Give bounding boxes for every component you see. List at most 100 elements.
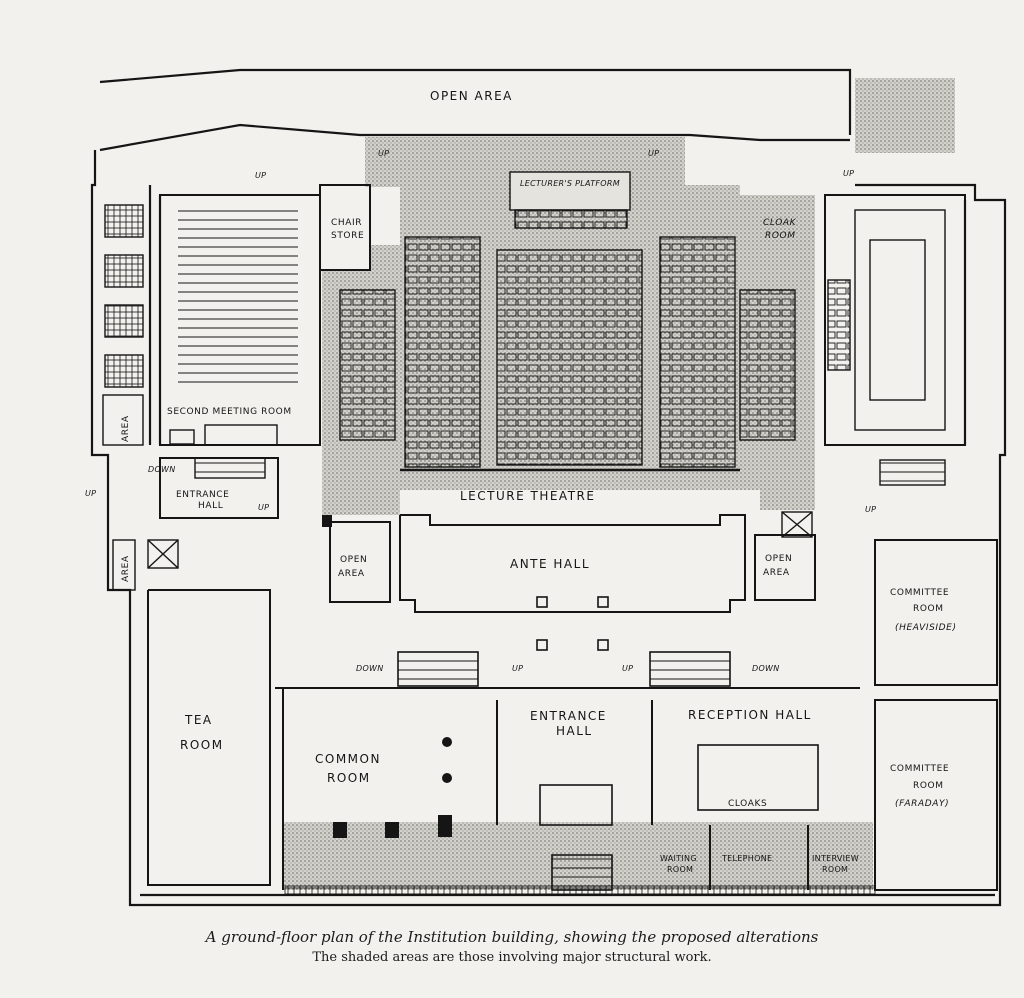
label-tea-room-2: ROOM [180, 738, 224, 752]
label-common-room-2: ROOM [327, 771, 371, 785]
conference-table-outer [854, 209, 946, 431]
label-lecture-theatre: LECTURE THEATRE [460, 489, 595, 503]
lift-right [781, 511, 813, 538]
label-ante-hall: ANTE HALL [510, 557, 590, 571]
label-down-2: DOWN [356, 664, 384, 673]
tea-room-outline [147, 589, 271, 886]
pier-4 [322, 515, 332, 527]
label-entrance-hall-left-2: HALL [198, 501, 223, 511]
label-up-9: UP [622, 664, 633, 673]
label-cloak-room-1: CLOAK [763, 218, 797, 228]
wall-top-inner [99, 123, 850, 152]
label-up-1: UP [255, 171, 266, 180]
label-up-8: UP [512, 664, 523, 673]
second-meeting-room-seats [178, 210, 298, 390]
label-lecturers-platform: LECTURER'S PLATFORM [520, 179, 620, 188]
pier-3 [438, 815, 452, 837]
lift-left [147, 539, 179, 569]
label-chair-store-2: STORE [331, 231, 364, 241]
pillar-1 [536, 596, 548, 608]
label-committee-heaviside-1: COMMITTEE [890, 588, 949, 598]
labels: OPEN AREA LECTURER'S PLATFORM CHAIR STOR… [85, 89, 957, 874]
entrance-steps [551, 854, 613, 891]
window-grid-4 [104, 354, 144, 388]
label-second-meeting-room: SECOND MEETING ROOM [167, 407, 292, 417]
label-down-1: DOWN [148, 465, 176, 474]
wall-outline [90, 150, 1007, 907]
stair-center-left [397, 651, 479, 687]
label-area-left-2: AREA [121, 555, 131, 582]
label-cloak-room-2: ROOM [765, 231, 796, 241]
label-up-5: UP [85, 489, 96, 498]
shaded-top-right-stair [855, 78, 955, 153]
label-up-3: UP [648, 149, 659, 158]
label-area-left-1: AREA [121, 415, 131, 442]
caption-title: A ground-floor plan of the Institution b… [205, 928, 819, 946]
label-open-area-left-2: AREA [338, 569, 365, 579]
figure-caption: A ground-floor plan of the Institution b… [0, 928, 1024, 965]
pier-1 [333, 822, 347, 838]
pillar-3 [536, 639, 548, 651]
label-reception-hall: RECEPTION HALL [688, 708, 812, 722]
label-entrance-hall-left-1: ENTRANCE [176, 490, 229, 500]
pillar-4 [597, 639, 609, 651]
columns [322, 515, 452, 838]
label-waiting-room-1: WAITING [660, 854, 697, 863]
label-cloaks: CLOAKS [728, 799, 767, 809]
label-interview-room-1: INTERVIEW [812, 854, 859, 863]
label-committee-faraday-1: COMMITTEE [890, 764, 949, 774]
conference-table-inner [869, 239, 926, 401]
seating-side-left [339, 289, 396, 441]
wall-top-open-area [99, 68, 852, 135]
second-meeting-room-desk-2 [169, 429, 195, 445]
label-open-area-top: OPEN AREA [430, 89, 513, 103]
caption-subtitle: The shaded areas are those involving maj… [312, 950, 712, 965]
open-area-right-box [754, 534, 816, 601]
label-committee-heaviside-3: (HEAVISIDE) [895, 623, 957, 633]
window-grid-3 [104, 304, 144, 338]
conference-room-outline [824, 194, 966, 446]
label-entrance-hall-main-1: ENTRANCE [530, 709, 607, 723]
ante-hall-outline [399, 514, 746, 613]
chair-store-outline [319, 184, 371, 271]
label-up-4: UP [843, 169, 854, 178]
label-common-room-1: COMMON [315, 752, 381, 766]
seating-block-left [404, 236, 481, 468]
window-grid-1 [104, 204, 144, 238]
label-up-6: UP [258, 503, 269, 512]
pier-2 [385, 822, 399, 838]
right-stair [879, 459, 946, 486]
lift-right-x2 [781, 511, 813, 538]
area-left-box [102, 394, 144, 446]
seating-side-right [739, 289, 796, 441]
stair-center-right [649, 651, 731, 687]
label-committee-faraday-3: (FARADAY) [895, 799, 949, 809]
window-grid-2 [104, 254, 144, 288]
column-2 [442, 773, 452, 783]
central-halls [275, 514, 860, 891]
label-open-area-right-1: OPEN [765, 554, 792, 564]
lift-left-x2 [147, 539, 179, 569]
column-1 [442, 737, 452, 747]
left-wing [102, 184, 371, 886]
label-chair-store-1: CHAIR [331, 218, 362, 228]
open-area-left-box [329, 521, 391, 603]
label-up-7: UP [865, 505, 876, 514]
entrance-porch [539, 784, 613, 826]
label-waiting-room-2: ROOM [667, 865, 693, 874]
label-interview-room-2: ROOM [822, 865, 848, 874]
pillar-2 [597, 596, 609, 608]
second-meeting-room-desk [204, 424, 278, 446]
floor-plan: OPEN AREA LECTURER'S PLATFORM CHAIR STOR… [85, 68, 1007, 907]
committee-faraday-outline [874, 699, 998, 891]
label-telephone: TELEPHONE [721, 854, 772, 863]
label-up-2: UP [378, 149, 389, 158]
lecturers-platform-box [509, 171, 631, 211]
lecture-theatre [339, 171, 796, 472]
label-open-area-right-2: AREA [763, 568, 790, 578]
label-tea-room-1: TEA [184, 713, 213, 727]
label-open-area-left-1: OPEN [340, 555, 367, 565]
committee-heaviside-outline [874, 539, 998, 686]
platform-seats [514, 209, 628, 229]
label-committee-faraday-2: ROOM [913, 781, 944, 791]
